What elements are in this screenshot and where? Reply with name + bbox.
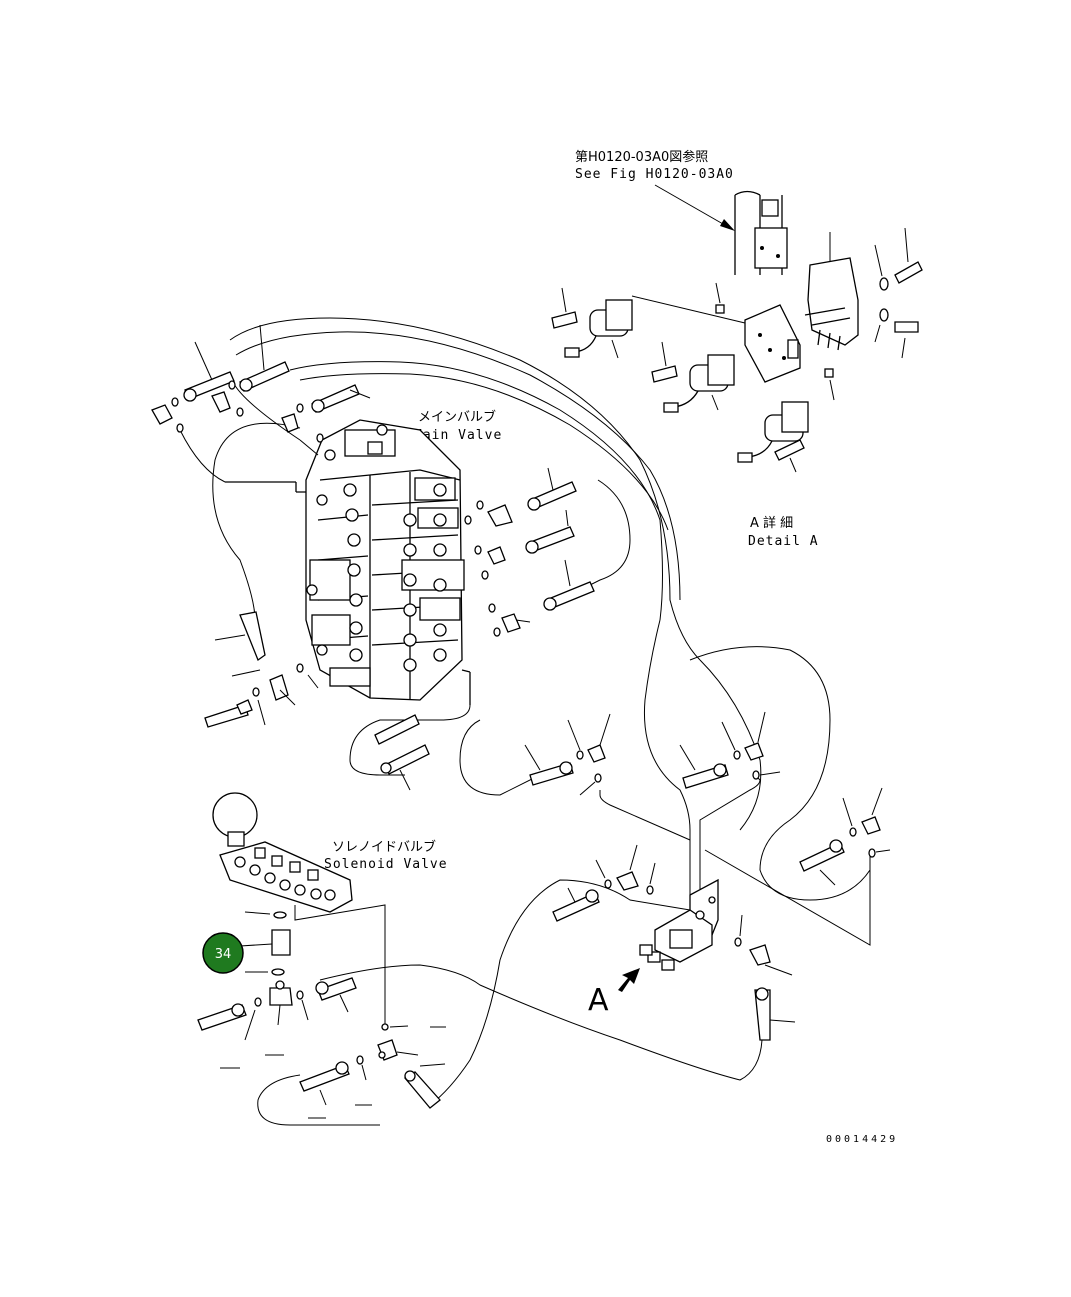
see-fig-label-en: See Fig H0120-03A0	[575, 167, 734, 182]
see-fig-leader	[654, 184, 735, 231]
detail-a-label-jp: A 詳 細	[750, 515, 793, 531]
solenoid-valve-label-jp: ソレノイドバルブ	[332, 839, 436, 855]
solenoid-coil-1	[564, 295, 746, 358]
drawing-number: 00014429	[826, 1134, 898, 1145]
callout-34[interactable]: 34	[202, 932, 273, 974]
view-a-arrow	[618, 968, 640, 992]
fittings-main-valve-right	[464, 467, 595, 637]
callout-34-badge[interactable]	[202, 932, 244, 974]
hose-routing	[177, 317, 871, 1126]
view-a-letter: A	[588, 983, 609, 1018]
solenoid-coil-3	[737, 401, 809, 463]
main-valve-body	[225, 419, 471, 705]
solenoid-coil-2	[663, 354, 735, 413]
main-valve-label-jp: メインバルブ	[418, 409, 496, 425]
main-valve-label-en: Main Valve	[414, 428, 502, 443]
detail-a-label-en: Detail A	[748, 534, 819, 549]
see-fig-label-jp: 第H0120-03A0図参照	[575, 149, 708, 165]
detail-a-valve-block	[552, 844, 796, 1041]
solenoid-valve-label-en: Solenoid Valve	[324, 857, 448, 872]
detail-a-assembly	[551, 190, 923, 473]
fittings-mid	[374, 711, 891, 886]
callout-34-number: 34	[215, 947, 232, 962]
solenoid-valve-assembly	[197, 792, 446, 1119]
fittings-upper-left	[151, 324, 371, 728]
